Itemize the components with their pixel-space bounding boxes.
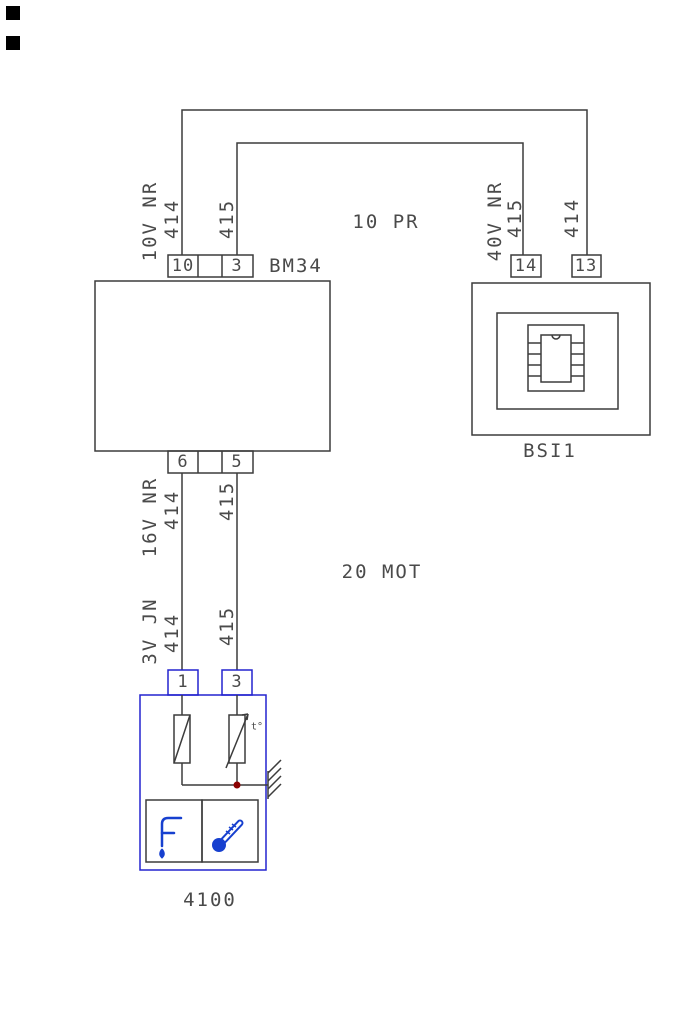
wire-414-top xyxy=(181,109,588,255)
page-marker-bottom xyxy=(6,36,20,50)
bm34-pin-10: 10 xyxy=(171,256,195,276)
thermometer-icon xyxy=(212,819,244,852)
bm34-pin-5: 5 xyxy=(231,452,243,472)
harness-label-bottom: 20 MOT xyxy=(341,561,423,583)
bm34-bottom-connector xyxy=(167,450,254,474)
bm34-pin-3: 3 xyxy=(231,256,243,276)
bm34-box xyxy=(94,280,331,452)
bsi-outer-box xyxy=(471,282,651,436)
wire-number-414-top-right: 414 xyxy=(561,197,583,239)
temperature-mark: t° xyxy=(250,721,264,733)
sensor-pin-box-1 xyxy=(167,669,199,696)
ground-symbol xyxy=(267,759,282,799)
bsi-inner-box xyxy=(496,312,619,410)
icon-box-left xyxy=(145,799,203,863)
bsi-pin-13: 13 xyxy=(574,256,598,276)
bsi-pin-box-13 xyxy=(571,254,602,278)
gauge-icon xyxy=(159,816,183,859)
bsi-pin-14: 14 xyxy=(514,256,538,276)
bm34-pin-6: 6 xyxy=(177,452,189,472)
bsi-label: BSI1 xyxy=(523,440,577,462)
icon-box-right xyxy=(201,799,259,863)
sensor-box xyxy=(139,694,267,871)
wire-number-415-low: 415 xyxy=(216,605,238,647)
thermistor-left xyxy=(173,695,191,785)
wire-color-label-low-left: 3V JN xyxy=(139,597,161,665)
bsi-ic-chip-icon xyxy=(527,324,585,392)
wire-number-415-top-right: 415 xyxy=(504,197,526,239)
wire-color-label-top-right: 40V NR xyxy=(484,180,506,262)
wire-number-414-low: 414 xyxy=(161,612,183,654)
sensor-pin-1: 1 xyxy=(177,672,189,692)
thermistor-right xyxy=(225,695,249,785)
wire-number-414-top-left: 414 xyxy=(161,198,183,240)
harness-label-top: 10 PR xyxy=(352,211,420,233)
wire-number-415-mid: 415 xyxy=(216,480,238,522)
page-marker-top xyxy=(6,6,20,20)
wire-number-415-top-mid: 415 xyxy=(216,198,238,240)
wire-color-label-mid-left: 16V NR xyxy=(139,476,161,558)
sensor-pin-3: 3 xyxy=(231,672,243,692)
wire-number-414-mid: 414 xyxy=(161,489,183,531)
bm34-label: BM34 xyxy=(269,255,323,277)
bm34-top-connector xyxy=(167,254,254,278)
sensor-label: 4100 xyxy=(183,889,237,911)
wire-color-label-top-left: 10V NR xyxy=(139,180,161,262)
junction-dot xyxy=(233,781,241,789)
bsi-pin-box-14 xyxy=(510,254,542,278)
wire-415-top xyxy=(236,142,524,255)
